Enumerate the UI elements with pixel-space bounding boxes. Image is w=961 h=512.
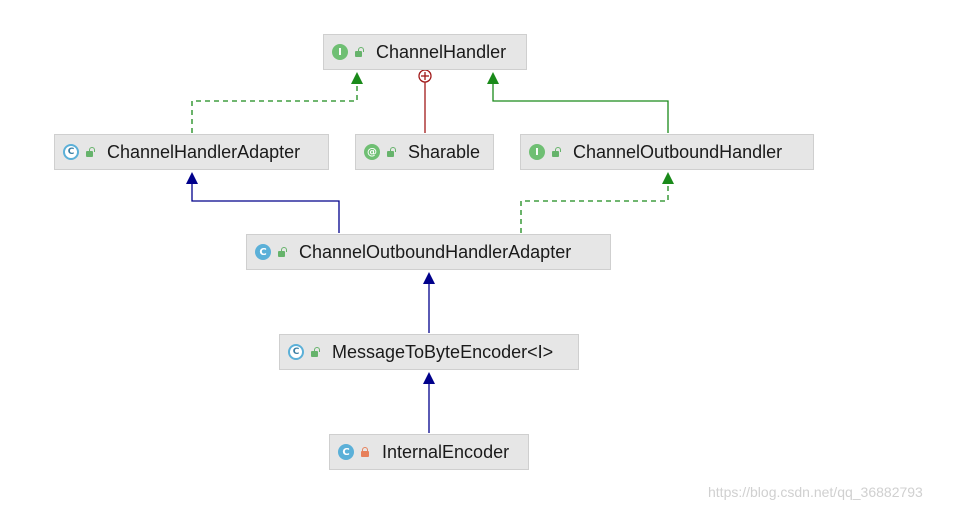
edge-outbound-adapter-extends-handler-adapter	[186, 172, 340, 233]
arrowhead-extends-interface	[487, 72, 499, 84]
node-label: Sharable	[408, 141, 481, 162]
node-message-to-byte-encoder[interactable]: C MessageToByteEncoder<I>	[279, 334, 579, 370]
interface-icon: I	[529, 144, 545, 160]
public-visibility-icon	[310, 347, 320, 357]
node-channel-handler[interactable]: I ChannelHandler	[323, 34, 527, 70]
arrowhead-implements	[662, 172, 674, 184]
node-label: ChannelHandler	[376, 41, 507, 62]
class-icon: C	[338, 444, 354, 460]
arrowhead-extends	[423, 272, 435, 284]
abstract-class-icon: C	[288, 344, 304, 360]
public-visibility-icon	[386, 147, 396, 157]
edge-outbound-adapter-implements-outbound-handler	[520, 172, 674, 233]
node-label: ChannelHandlerAdapter	[107, 141, 301, 162]
node-channel-outbound-handler-adapter[interactable]: C ChannelOutboundHandlerAdapter	[246, 234, 611, 270]
public-visibility-icon	[277, 247, 287, 257]
edge-adapter-implements-channel-handler	[191, 72, 363, 133]
public-visibility-icon	[85, 147, 95, 157]
node-label: InternalEncoder	[382, 441, 510, 462]
abstract-class-icon: C	[63, 144, 79, 160]
node-channel-handler-adapter[interactable]: C ChannelHandlerAdapter	[54, 134, 329, 170]
annotation-icon: @	[364, 144, 380, 160]
interface-icon: I	[332, 44, 348, 60]
edge-encoder-extends-outbound-adapter	[423, 272, 435, 333]
node-channel-outbound-handler[interactable]: I ChannelOutboundHandler	[520, 134, 814, 170]
private-visibility-icon	[360, 447, 370, 457]
node-label: ChannelOutboundHandlerAdapter	[299, 241, 572, 262]
public-visibility-icon	[551, 147, 561, 157]
node-label: ChannelOutboundHandler	[573, 141, 783, 162]
edge-sharable-inner-channel-handler	[418, 69, 432, 133]
watermark: https://blog.csdn.net/qq_36882793	[708, 484, 923, 500]
edge-outbound-handler-extends-channel-handler	[487, 72, 669, 133]
public-visibility-icon	[354, 47, 364, 57]
arrowhead-extends	[423, 372, 435, 384]
edge-internal-encoder-extends-encoder	[423, 372, 435, 433]
node-sharable[interactable]: @ Sharable	[355, 134, 494, 170]
node-label: MessageToByteEncoder<I>	[332, 341, 554, 362]
arrowhead-extends	[186, 172, 198, 184]
node-internal-encoder[interactable]: C InternalEncoder	[329, 434, 529, 470]
class-icon: C	[255, 244, 271, 260]
arrowhead-implements	[351, 72, 363, 84]
